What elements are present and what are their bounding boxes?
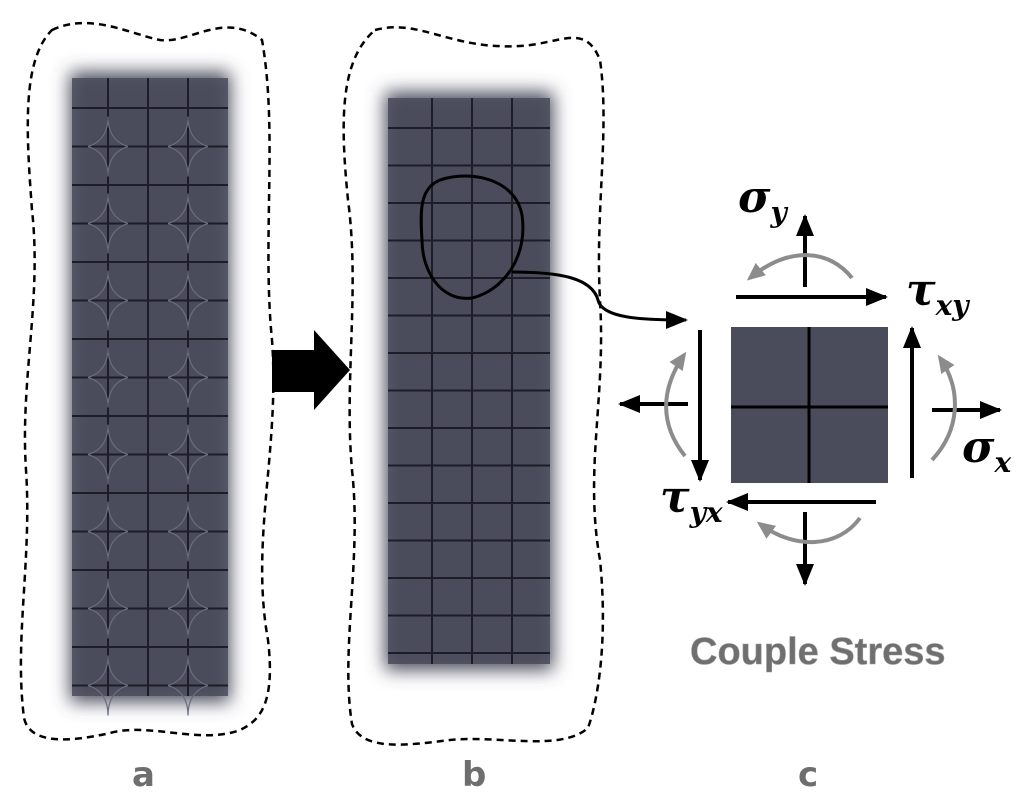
panel-a bbox=[19, 21, 275, 741]
couple-arc-left bbox=[664, 351, 687, 458]
couple-stress-caption: Couple Stress bbox=[690, 631, 946, 673]
panel-a-curvature-arcs bbox=[87, 116, 209, 716]
panel-label-b: b bbox=[462, 755, 486, 795]
panel-a-curvature-arc bbox=[167, 578, 209, 639]
panel-a-curvature-arc bbox=[167, 501, 209, 562]
panel-a-curvature-arc bbox=[87, 193, 129, 254]
panel-a-curvature-arc bbox=[87, 116, 129, 177]
zoom-connector-arrow bbox=[511, 270, 688, 329]
couple-arc-bottom bbox=[756, 516, 862, 544]
panel-a-curvature-arc bbox=[167, 193, 209, 254]
panel-c: σy τxy σx τyx Couple Stress bbox=[618, 172, 1011, 673]
panel-a-dashed-boundary bbox=[19, 21, 275, 741]
panel-a-curvature-arc bbox=[167, 116, 209, 177]
couple-arc-top bbox=[746, 253, 854, 281]
panel-a-curvature-arc bbox=[87, 347, 129, 408]
panel-a-curvature-arc bbox=[87, 501, 129, 562]
material-point-circle bbox=[419, 174, 525, 300]
panel-a-material bbox=[72, 78, 228, 696]
panel-a-curvature-arc bbox=[87, 655, 129, 716]
panel-a-grid bbox=[72, 78, 228, 696]
transform-arrow bbox=[272, 330, 350, 410]
panel-a-curvature-arc bbox=[167, 270, 209, 331]
panel-a-curvature-arc bbox=[167, 655, 209, 716]
panel-a-curvature-arc bbox=[87, 424, 129, 485]
sigma-x-label: σx bbox=[962, 422, 1011, 479]
sigma-y-label: σy bbox=[738, 172, 788, 229]
tau-yx-label: τyx bbox=[660, 472, 723, 529]
panel-label-a: a bbox=[132, 755, 155, 795]
panel-a-curvature-arc bbox=[167, 347, 209, 408]
panel-a-curvature-arc bbox=[87, 270, 129, 331]
panel-b-dashed-boundary bbox=[342, 26, 605, 746]
couple-arc-right bbox=[930, 354, 957, 462]
panel-a-curvature-arc bbox=[87, 578, 129, 639]
panel-b-material bbox=[388, 98, 550, 664]
panel-a-curvature-arc bbox=[167, 424, 209, 485]
panel-label-c: c bbox=[798, 755, 818, 795]
panel-b bbox=[342, 26, 688, 746]
tau-xy-label: τxy bbox=[906, 265, 970, 322]
